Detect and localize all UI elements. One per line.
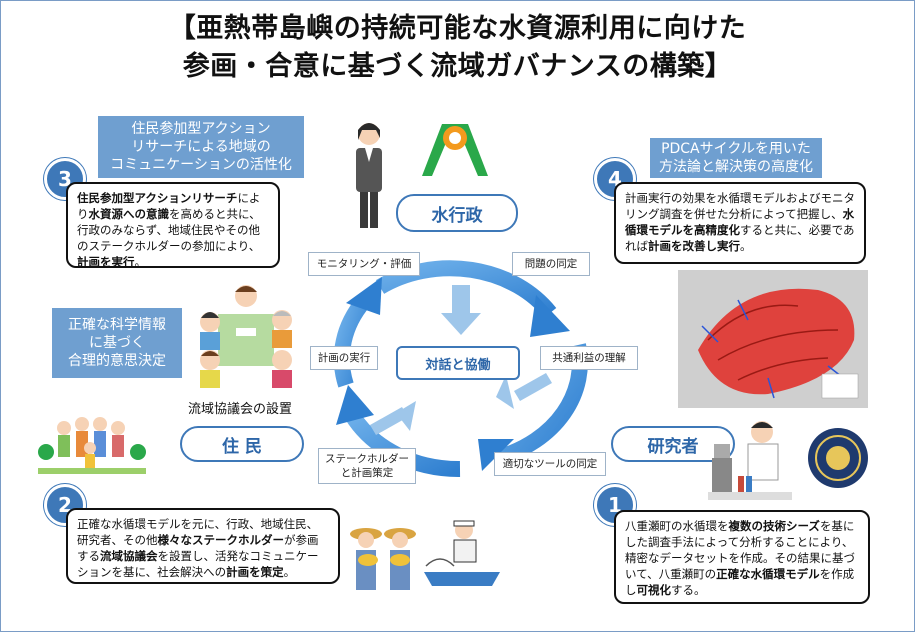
box2-bold-1: 様々なステークホルダー bbox=[157, 533, 285, 547]
box1-bold-1: 複数の技術シーズ bbox=[728, 519, 820, 533]
box1-text-2: を基にした調査手法によって分析することにより、精密なデータセットを作成。その結果… bbox=[625, 519, 855, 581]
researcher-illustration bbox=[708, 421, 792, 500]
farmers-illustration bbox=[350, 528, 416, 590]
arrowhead-left bbox=[346, 277, 382, 315]
step-number-2: 2 bbox=[44, 484, 86, 526]
tag-monitoring: モニタリング・評価 bbox=[308, 252, 420, 276]
box2-bold-3: 計画を策定 bbox=[226, 565, 284, 579]
box2-bold-2: 流域協議会 bbox=[100, 549, 158, 563]
water-model-map bbox=[678, 270, 868, 408]
header-pdca: PDCAサイクルを用いた 方法論と解決策の高度化 bbox=[650, 138, 822, 178]
header-pdca-line-1: PDCAサイクルを用いた bbox=[661, 141, 811, 157]
box3-text-3: 。 bbox=[134, 255, 147, 269]
cycle-diagram bbox=[333, 260, 588, 478]
header-scientific-line-1: 正確な科学情報 bbox=[68, 317, 166, 333]
node-gov: 水行政 bbox=[396, 194, 518, 232]
cycle-arrow-top bbox=[375, 260, 557, 319]
university-seal-icon bbox=[808, 428, 868, 488]
box4-text-1: 計画実行の効果を水循環モデルおよびモニタリング調査を併せた分析によって把握し、 bbox=[625, 191, 855, 221]
fisherman-illustration bbox=[424, 520, 500, 586]
box3-bold-3: 計画を実行 bbox=[77, 255, 135, 269]
title-line-1: 【亜熱帯島嶼の持続可能な水資源利用に向けた bbox=[168, 13, 747, 44]
text-box-1: 八重瀬町の水循環を複数の技術シーズを基にした調査手法によって分析することにより、… bbox=[614, 510, 870, 604]
box1-text-1: 八重瀬町の水循環を bbox=[625, 519, 729, 533]
inward-arrow-right bbox=[496, 373, 552, 409]
town-emblem-icon bbox=[422, 124, 488, 176]
box1-text-4: する。 bbox=[671, 583, 706, 597]
header-scientific-decision: 正確な科学情報 に基づく 合理的意思決定 bbox=[52, 308, 182, 378]
tag-tools: 適切なツールの同定 bbox=[494, 452, 606, 476]
inward-arrow-top bbox=[441, 285, 481, 335]
center-dialogue-label: 対話と協働 bbox=[396, 346, 520, 380]
box2-text-1: 正確な水循環モデルを元に、行政、地域住民、研究者、その他 bbox=[77, 517, 319, 547]
box2-text-3: を設置し、活発なコミュニケーションを基に、社会解決への bbox=[77, 549, 319, 579]
text-box-3: 住民参加型アクションリサーチにより水資源への意識を高めると共に、行政のみならず、… bbox=[66, 182, 280, 269]
text-box-2: 正確な水循環モデルを元に、行政、地域住民、研究者、その他様々なステークホルダーが… bbox=[66, 508, 340, 584]
inward-arrow-left bbox=[370, 401, 416, 435]
header-pdca-line-2: 方法論と解決策の高度化 bbox=[659, 159, 813, 175]
family-residents-illustration bbox=[38, 417, 146, 474]
box4-text-2: すると共に、必要であれば bbox=[625, 223, 855, 253]
text-box-4: 計画実行の効果を水循環モデルおよびモニタリング調査を併せた分析によって把握し、水… bbox=[614, 182, 866, 264]
council-meeting-illustration bbox=[200, 285, 292, 388]
box3-bold-1: 住民参加型アクションリサーチ bbox=[77, 191, 238, 205]
node-residents: 住 民 bbox=[180, 426, 304, 462]
cycle-arrow-left bbox=[333, 295, 371, 388]
box1-text-3: を作成し bbox=[625, 567, 855, 597]
box4-bold-1: 水循環モデルを高精度化 bbox=[625, 207, 855, 237]
box4-bold-2: 計画を改善し実行 bbox=[648, 239, 740, 253]
box1-bold-2: 正確な水循環モデル bbox=[716, 567, 820, 581]
box3-text-2: を高めると共に、行政のみならず、地域住民やその他のステークホルダーの参加により、 bbox=[77, 207, 261, 253]
tag-shared-benefit: 共通利益の理解 bbox=[540, 346, 638, 370]
tag-problem: 問題の同定 bbox=[512, 252, 590, 276]
box1-bold-3: 可視化 bbox=[636, 583, 672, 597]
header-scientific-line-2: に基づく bbox=[89, 335, 145, 351]
tag-stakeholder-line-2: と計画策定 bbox=[340, 467, 394, 479]
header-action-research: 住民参加型アクション リサーチによる地域の コミュニケーションの活性化 bbox=[98, 116, 304, 178]
header-scientific-line-3: 合理的意思決定 bbox=[68, 353, 166, 369]
box2-text-4: 。 bbox=[283, 565, 296, 579]
box2-text-2: が参画する bbox=[77, 533, 319, 563]
tag-stakeholder: ステークホルダー と計画策定 bbox=[318, 448, 416, 484]
title-line-2: 参画・合意に基づく流域ガバナンスの構築】 bbox=[182, 51, 733, 82]
tag-stakeholder-line-1: ステークホルダー bbox=[325, 453, 409, 465]
tag-plan-execution: 計画の実行 bbox=[310, 346, 378, 370]
government-official-icon bbox=[356, 123, 382, 228]
arrowhead-bottom bbox=[336, 385, 374, 425]
header-action-research-line-1: 住民参加型アクション bbox=[131, 121, 271, 137]
box3-text-1: により bbox=[77, 191, 261, 221]
arrowhead-top bbox=[530, 295, 570, 337]
header-action-research-line-2: リサーチによる地域の bbox=[131, 139, 271, 155]
header-action-research-line-3: コミュニケーションの活性化 bbox=[110, 157, 292, 173]
box4-text-3: 。 bbox=[740, 239, 752, 253]
council-caption: 流域協議会の設置 bbox=[188, 402, 293, 417]
box3-bold-2: 水資源への意識 bbox=[88, 207, 170, 221]
